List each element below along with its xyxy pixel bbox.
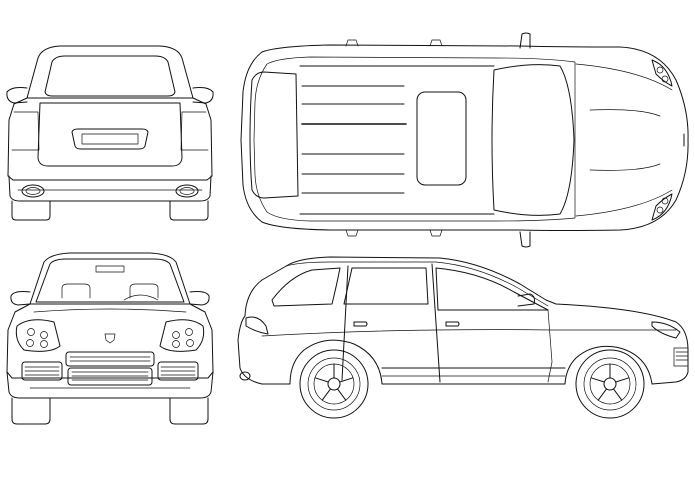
front-view [6, 252, 214, 425]
top-view [240, 32, 689, 248]
rear-view [6, 45, 214, 221]
side-view [237, 256, 689, 419]
